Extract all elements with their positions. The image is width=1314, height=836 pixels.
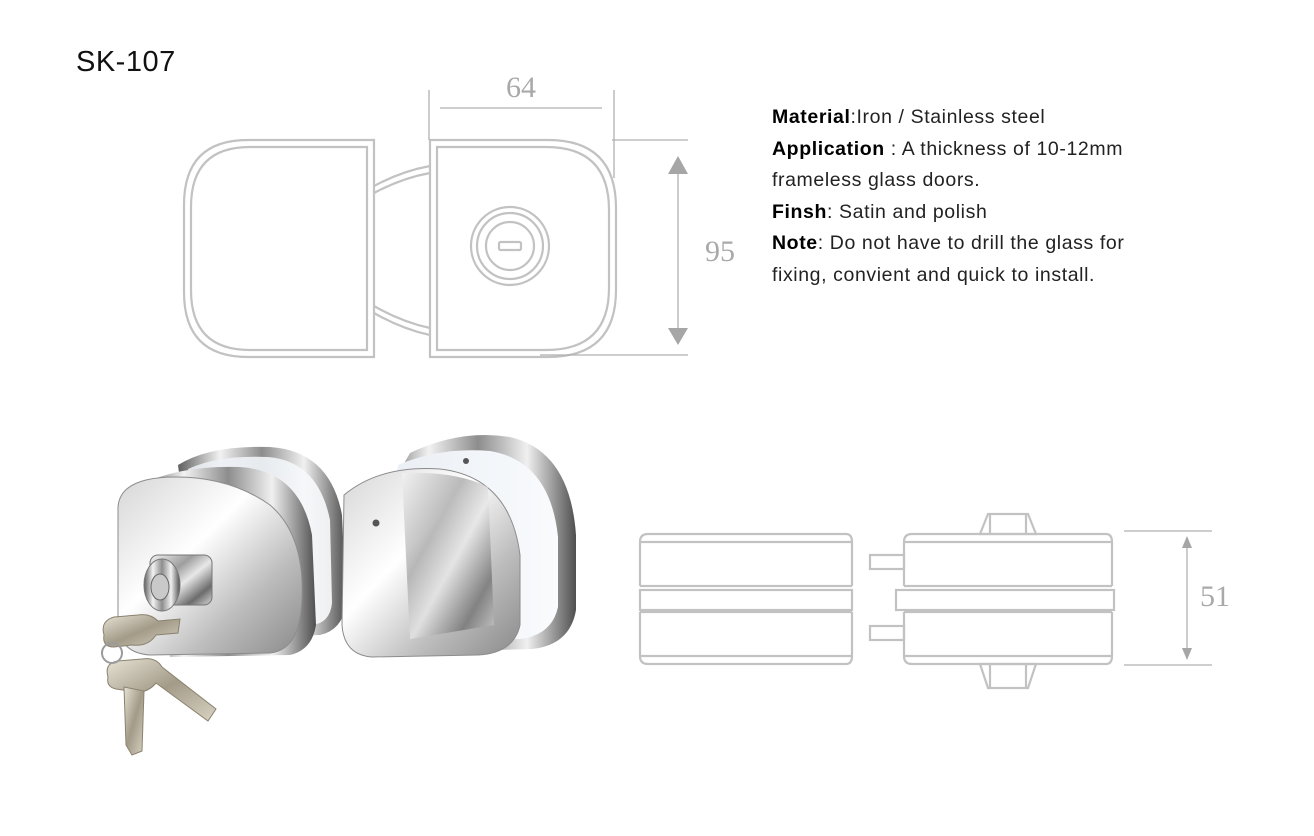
width-dim-label: 64 xyxy=(506,71,536,104)
keyhole xyxy=(497,240,523,252)
spec-text: fixing, convient and quick to install. xyxy=(772,263,1096,286)
side-bolt-top xyxy=(868,553,906,571)
spec-line: frameless glass doors. xyxy=(772,165,1292,197)
spec-line: Finsh: Satin and polish xyxy=(772,197,1292,229)
side-bolt-bottom xyxy=(868,624,906,642)
thickness-arrow-up xyxy=(1182,536,1192,548)
spec-label: Application xyxy=(772,137,885,160)
spec-separator: : xyxy=(884,137,902,160)
spec-text: frameless glass doors. xyxy=(772,169,981,191)
spec-text: Satin and polish xyxy=(839,200,988,223)
glass-connector-top-inner xyxy=(373,171,431,194)
side-left-bottom-block xyxy=(638,612,854,666)
model-code: SK-107 xyxy=(76,46,176,78)
spec-line: Material:Iron / Stainless steel xyxy=(772,102,1292,134)
spec-line: fixing, convient and quick to install. xyxy=(772,260,1292,292)
side-cap-top xyxy=(978,512,1038,536)
glass-connector-bottom-inner xyxy=(373,312,431,337)
height-arrow-down xyxy=(668,328,688,345)
spec-line: Note: Do not have to drill the glass for xyxy=(772,228,1292,260)
spec-separator: : xyxy=(817,232,830,254)
spec-label: Finsh xyxy=(772,200,827,223)
thickness-arrow-down xyxy=(1182,648,1192,660)
spec-separator: : xyxy=(850,106,857,128)
right-panel-inner xyxy=(435,145,611,352)
height-arrow-up xyxy=(668,156,688,174)
thickness-dim-label: 51 xyxy=(1200,580,1230,613)
lock-cylinder-outer xyxy=(469,205,551,287)
lock-cylinder-inner xyxy=(484,220,536,272)
spec-text: Do not have to drill the glass for xyxy=(829,232,1125,254)
spec-separator: : xyxy=(827,200,840,223)
side-left-glass-strip xyxy=(638,588,854,612)
product-photo xyxy=(101,435,576,756)
height-dim-label: 95 xyxy=(705,235,735,268)
left-panel-inner xyxy=(189,145,369,352)
lock-cylinder-mid xyxy=(475,211,545,281)
side-right-glass-strip xyxy=(894,588,1116,612)
glass-connector-top xyxy=(373,164,431,187)
spec-text: Iron / Stainless steel xyxy=(856,106,1046,128)
side-cap-bottom xyxy=(978,662,1038,690)
right-lock-body xyxy=(341,435,576,658)
side-left-top-block xyxy=(638,532,854,586)
glass-connector-bottom xyxy=(373,305,431,330)
keys xyxy=(101,614,217,756)
spec-label: Material xyxy=(772,106,851,128)
spec-text: A thickness of 10-12mm xyxy=(901,137,1124,160)
spec-line: Application : A thickness of 10-12mm xyxy=(772,134,1292,166)
spec-label: Note xyxy=(772,232,818,254)
left-panel-outline xyxy=(182,138,376,359)
left-lock-body xyxy=(117,446,346,657)
